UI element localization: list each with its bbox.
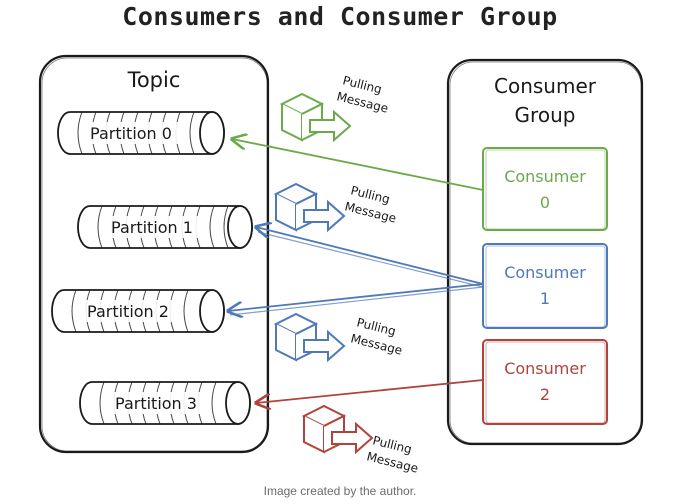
topic-label: Topic [127,68,181,92]
arrow-consumer0-partition0 [232,139,484,191]
partition-1: Partition 1 [77,205,253,249]
arrow-consumer1-partition2 [228,283,484,311]
pulling-message-3: Pulling Message [301,404,420,476]
pulling-label: Message [365,449,419,475]
kafka-diagram: Topic Partition 0 Partition 1 [38,54,644,476]
consumer-label: Consumer [504,263,586,282]
consumer-label: Consumer [504,167,586,186]
diagram-title: Consumers and Consumer Group [122,2,558,31]
consumer-number: 0 [540,193,550,212]
partition-label: Partition 0 [90,124,172,143]
pulling-label: Message [343,199,397,225]
box-arrow-icon [273,182,346,233]
pulling-label: Message [335,89,389,115]
partition-label: Partition 3 [115,394,197,413]
connection-arrows [228,139,484,403]
arrow-consumer2-partition3 [256,379,484,403]
partition-label: Partition 2 [87,302,169,321]
pulling-message-2: Pulling Message [273,312,404,363]
box-arrow-icon [279,92,352,143]
partition-0: Partition 0 [57,111,225,155]
partition-3: Partition 3 [79,381,251,425]
pulling-message-0: Pulling Message [279,73,390,143]
partition-label: Partition 1 [111,218,193,237]
consumer-group-label: Group [515,103,576,127]
consumer-1: Consumer 1 [482,243,608,329]
arrow-consumer1-partition1 [256,227,484,285]
pulling-label: Message [349,331,403,357]
box-arrow-icon [301,404,374,455]
consumer-number: 1 [540,289,550,308]
consumer-group-label: Consumer [494,74,597,98]
image-caption: Image created by the author. [263,484,417,498]
pulling-message-1: Pulling Message [273,182,398,233]
box-arrow-icon [273,312,346,363]
consumer-group-box: Consumer Group [446,58,644,446]
consumer-0: Consumer 0 [482,147,608,231]
topic-box: Topic [38,54,270,454]
partition-2: Partition 2 [51,289,225,333]
consumer-label: Consumer [504,359,586,378]
consumer-number: 2 [540,385,550,404]
consumer-2: Consumer 2 [482,339,608,425]
